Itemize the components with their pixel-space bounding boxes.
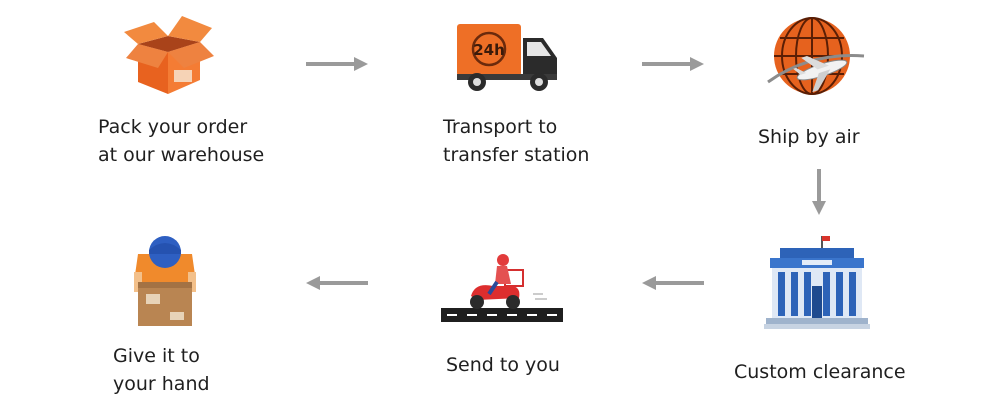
step-label-ship-by-air: Ship by air	[758, 126, 860, 148]
courier-holding-box-icon	[134, 236, 196, 326]
delivery-truck-24h-icon: 24h	[457, 24, 557, 91]
open-box-icon	[124, 16, 214, 94]
truck-24h-badge: 24h	[473, 41, 505, 59]
customs-building-icon	[764, 236, 870, 329]
delivery-scooter-icon	[441, 254, 563, 322]
right-arrow-icon	[642, 57, 704, 71]
step-label-custom-clearance: Custom clearance	[734, 361, 906, 383]
step-label-send-to-you: Send to you	[446, 354, 560, 376]
globe-airplane-icon	[767, 17, 865, 95]
left-arrow-icon	[642, 276, 704, 290]
right-arrow-icon	[306, 57, 368, 71]
down-arrow-icon	[812, 169, 826, 215]
left-arrow-icon	[306, 276, 368, 290]
